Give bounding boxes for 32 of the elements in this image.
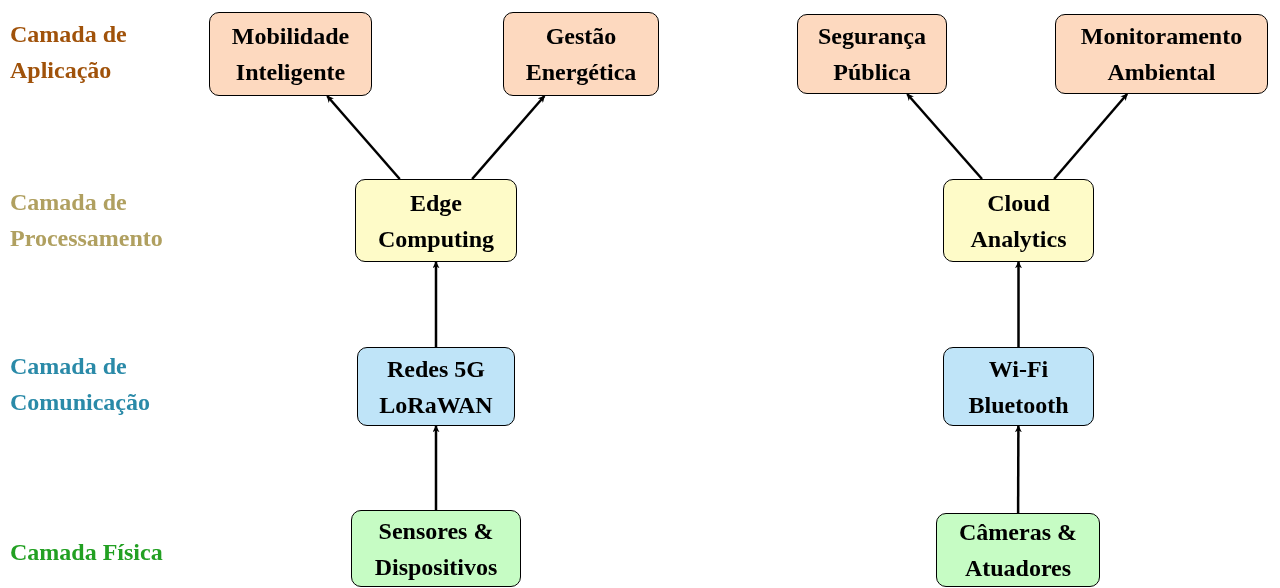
node-label: Mobilidade Inteligente bbox=[230, 22, 351, 87]
layer-label: Camada de Aplicação bbox=[10, 20, 128, 85]
node-label: Cloud Analytics bbox=[969, 188, 1068, 254]
communication-box bbox=[943, 347, 1094, 426]
layer-label: Camada de Processamento bbox=[10, 188, 164, 253]
communication-box bbox=[357, 347, 515, 426]
arrow bbox=[906, 93, 983, 180]
layer-label: Camada de Comunicação bbox=[10, 352, 151, 417]
arrow bbox=[1053, 93, 1129, 180]
arrow bbox=[1014, 425, 1022, 513]
node-label: Sensores & Dispositivos bbox=[373, 516, 499, 582]
node-label: Wi-Fi Bluetooth bbox=[967, 354, 1070, 420]
application-box bbox=[797, 14, 947, 94]
application-box bbox=[1055, 14, 1268, 94]
node-label: Redes 5G LoRaWAN bbox=[378, 354, 494, 420]
node-label: Câmeras & Atuadores bbox=[958, 518, 1078, 583]
application-box bbox=[503, 12, 659, 96]
arrow bbox=[471, 95, 546, 180]
node-label: Monitoramento Ambiental bbox=[1079, 22, 1244, 87]
arrow bbox=[432, 261, 440, 347]
arrow bbox=[1015, 261, 1022, 347]
application-box bbox=[209, 12, 372, 96]
arrow bbox=[326, 95, 401, 180]
layer-label: Camada Física bbox=[10, 538, 164, 567]
node-label: Segurança Pública bbox=[817, 22, 927, 87]
node-label: Edge Computing bbox=[377, 188, 495, 254]
physical-device-box bbox=[351, 510, 521, 587]
processing-box bbox=[943, 179, 1094, 262]
node-label: Gestão Energética bbox=[524, 22, 638, 87]
processing-box bbox=[355, 179, 517, 262]
physical-device-box bbox=[936, 513, 1100, 587]
arrow bbox=[432, 425, 440, 510]
